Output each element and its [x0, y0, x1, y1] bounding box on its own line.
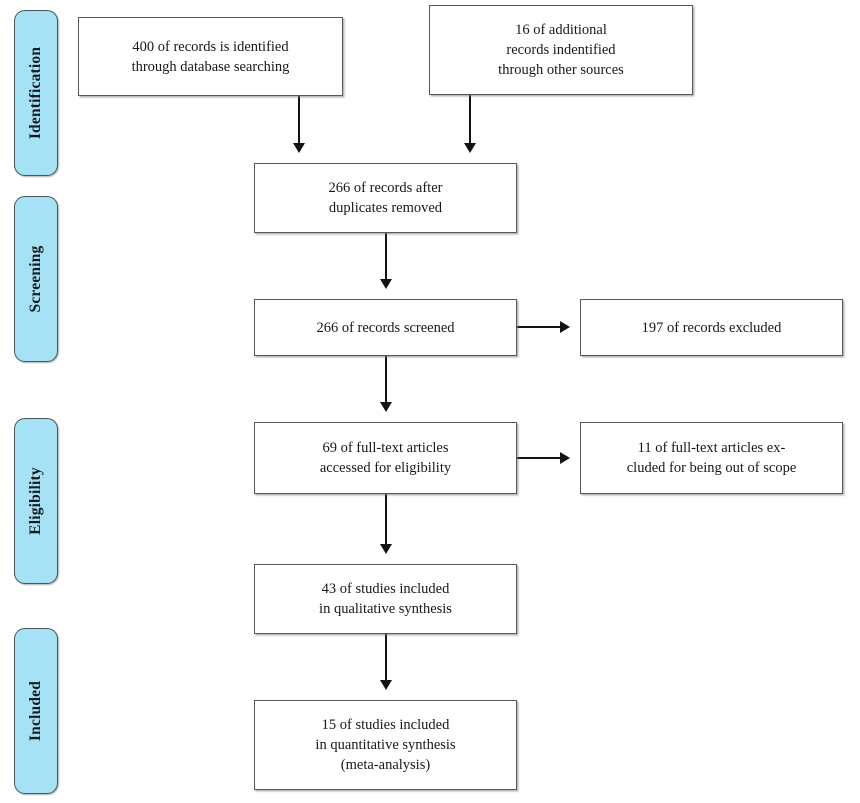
- box-text-studies-qualitative-synthesis: 43 of studies included in qualitative sy…: [319, 581, 452, 617]
- box-studies-qualitative-synthesis: 43 of studies included in qualitative sy…: [254, 564, 517, 634]
- box-text-full-text-articles-assessed: 69 of full-text articles accessed for el…: [319, 440, 452, 476]
- box-full-text-articles-assessed: 69 of full-text articles accessed for el…: [254, 422, 517, 494]
- connector-fulltext-to-qualitative: [384, 494, 388, 546]
- arrowhead-down-fulltext-to-qualitative: [379, 544, 392, 554]
- stage-label-eligibility: Eligibility: [27, 467, 44, 535]
- box-records-excluded: 197 of records excluded: [580, 299, 843, 356]
- box-records-identified-other-sources: 16 of additional records indentified thr…: [429, 5, 693, 95]
- connector-other-sources-to-dedup: [468, 95, 472, 145]
- stage-pill-identification: Identification: [14, 10, 58, 176]
- arrowhead-down-dedup-to-screened: [379, 279, 392, 289]
- stage-label-included: Included: [27, 680, 44, 742]
- box-text-records-excluded: 197 of records excluded: [641, 319, 782, 336]
- arrowhead-down-qualitative-to-quantitative: [379, 680, 392, 690]
- connector-screened-to-fulltext: [384, 356, 388, 404]
- stage-pill-eligibility: Eligibility: [14, 418, 58, 584]
- connector-screened-to-excluded: [517, 325, 562, 329]
- box-text-records-identified-other-sources: 16 of additional records indentified thr…: [498, 22, 624, 78]
- stage-label-identification: Identification: [27, 46, 44, 140]
- stage-label-screening: Screening: [27, 245, 44, 313]
- box-full-text-articles-excluded: 11 of full-text articles ex- cluded for …: [580, 422, 843, 494]
- arrowhead-right-screened-to-excluded: [560, 320, 570, 333]
- box-records-after-duplicates-removed: 266 of records after duplicates removed: [254, 163, 517, 233]
- arrowhead-right-fulltext-to-excluded: [560, 451, 570, 464]
- connector-qualitative-to-quantitative: [384, 634, 388, 682]
- connector-dedup-to-screened: [384, 233, 388, 281]
- stage-pill-included: Included: [14, 628, 58, 794]
- box-studies-quantitative-synthesis: 15 of studies included in quantitative s…: [254, 700, 517, 790]
- box-text-records-screened: 266 of records screened: [316, 319, 455, 336]
- box-text-full-text-articles-excluded: 11 of full-text articles ex- cluded for …: [626, 440, 797, 476]
- box-records-identified-database: 400 of records is identified through dat…: [78, 17, 343, 96]
- arrowhead-down-screened-to-fulltext: [379, 402, 392, 412]
- connector-db-search-to-dedup: [297, 96, 301, 145]
- box-records-screened: 266 of records screened: [254, 299, 517, 356]
- box-text-records-after-duplicates-removed: 266 of records after duplicates removed: [328, 180, 443, 216]
- arrowhead-down-other-sources-to-dedup: [463, 143, 476, 153]
- stage-pill-screening: Screening: [14, 196, 58, 362]
- connector-fulltext-to-excluded: [517, 456, 562, 460]
- arrowhead-down-db-search-to-dedup: [292, 143, 305, 153]
- box-text-records-identified-database: 400 of records is identified through dat…: [131, 38, 290, 75]
- box-text-studies-quantitative-synthesis: 15 of studies included in quantitative s…: [315, 717, 456, 773]
